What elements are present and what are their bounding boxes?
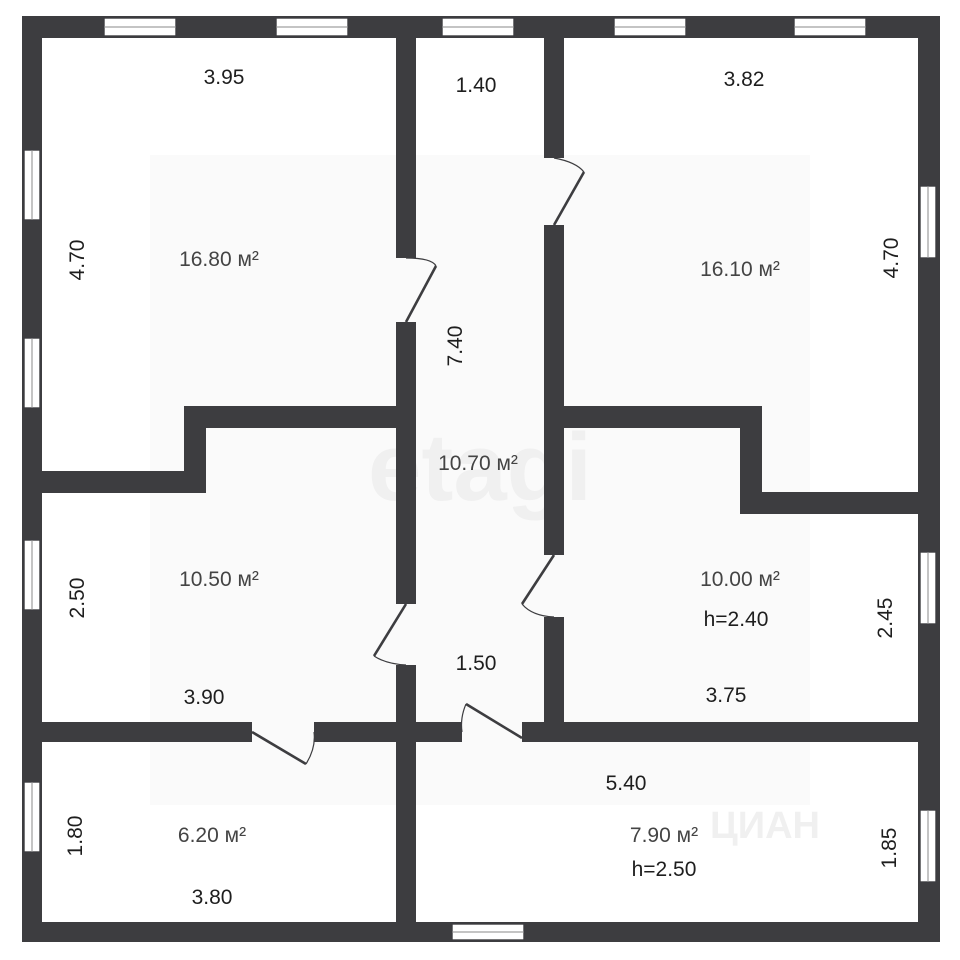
wall-corridor-left-upper xyxy=(396,30,416,258)
wall-corridor-right-lower xyxy=(544,617,564,727)
dim-corridor-length: 7.40 xyxy=(444,326,467,367)
door-corridor-bottom xyxy=(460,702,523,740)
dim-bedroom-top-left-height: 4.70 xyxy=(66,240,89,281)
window-left-3 xyxy=(23,539,41,611)
window-left-4 xyxy=(23,781,41,853)
dim-room-mid-right-height: 2.45 xyxy=(874,598,897,639)
dimension-labels: 3.95 4.70 1.40 3.82 4.70 7.40 2.50 3.90 … xyxy=(64,66,903,909)
door-room-mid-left xyxy=(372,603,408,666)
dim-room-bottom-left-height: 1.80 xyxy=(64,816,87,857)
wall-right-step-upper xyxy=(550,406,762,428)
interior-walls xyxy=(30,30,930,928)
window-top-4 xyxy=(613,17,687,37)
door-room-bottom-left xyxy=(251,730,315,766)
area-room-bottom-right: 7.90 м² xyxy=(630,824,698,847)
doors xyxy=(251,157,586,766)
dim-bedroom-top-left-width: 3.95 xyxy=(204,66,245,89)
wall-right-step-lower xyxy=(740,492,930,514)
area-room-mid-right: 10.00 м² xyxy=(700,568,780,591)
window-left-2 xyxy=(23,337,41,409)
dim-bedroom-top-right-width: 3.82 xyxy=(724,68,765,91)
wall-bottom-right xyxy=(522,722,930,742)
dim-room-mid-left-height: 2.50 xyxy=(66,578,89,619)
door-bedroom-top-left xyxy=(404,257,438,323)
wall-left-step-upper xyxy=(184,406,410,428)
dim-room-bottom-right-height: 1.85 xyxy=(878,828,901,869)
area-room-mid-left: 10.50 м² xyxy=(179,568,259,591)
background-panel xyxy=(150,155,810,805)
watermark-cian: ЦИАН xyxy=(710,805,820,847)
windows xyxy=(23,17,937,941)
dim-room-mid-left-width: 3.90 xyxy=(184,686,225,709)
height-room-mid-right: h=2.40 xyxy=(704,608,769,631)
dim-room-bottom-left-width: 3.80 xyxy=(192,886,233,909)
wall-corridor-left-middle xyxy=(396,322,416,604)
height-room-bottom-right: h=2.50 xyxy=(632,858,697,881)
area-bedroom-top-left: 16.80 м² xyxy=(179,248,259,271)
dim-room-mid-right-width: 3.75 xyxy=(706,684,747,707)
door-bedroom-top-right xyxy=(552,157,586,226)
wall-corridor-right-upper xyxy=(544,30,564,158)
wall-corridor-left-lower xyxy=(396,665,416,928)
wall-right xyxy=(918,16,940,942)
window-top-1 xyxy=(103,17,177,37)
wall-corridor-right-middle xyxy=(544,225,564,555)
dim-bedroom-top-right-height: 4.70 xyxy=(880,238,903,279)
wall-bottom-corridor xyxy=(400,722,462,742)
window-top-5 xyxy=(793,17,867,37)
area-labels: 16.80 м² 16.10 м² 10.70 м² 10.50 м² 10.0… xyxy=(178,248,780,847)
area-room-bottom-left: 6.20 м² xyxy=(178,824,246,847)
dim-corridor-top-width: 1.40 xyxy=(456,74,497,97)
window-bottom-1 xyxy=(451,923,525,941)
dim-room-bottom-right-width: 5.40 xyxy=(606,772,647,795)
window-top-3 xyxy=(441,17,515,37)
window-right-2 xyxy=(919,551,937,625)
area-corridor: 10.70 м² xyxy=(438,452,518,475)
window-right-1 xyxy=(919,185,937,259)
window-right-3 xyxy=(919,809,937,883)
wall-bottom-left-a xyxy=(30,722,252,742)
window-top-2 xyxy=(275,17,349,37)
window-left-1 xyxy=(23,149,41,221)
wall-left-step-lower xyxy=(30,471,206,493)
wall-right-step-vertical xyxy=(740,406,762,514)
dim-corridor-bottom-width: 1.50 xyxy=(456,652,497,675)
area-bedroom-top-right: 16.10 м² xyxy=(700,258,780,281)
wall-bottom-left-b xyxy=(314,722,410,742)
door-room-mid-right xyxy=(520,554,556,618)
ceiling-height-labels: h=2.40 h=2.50 xyxy=(632,608,769,881)
